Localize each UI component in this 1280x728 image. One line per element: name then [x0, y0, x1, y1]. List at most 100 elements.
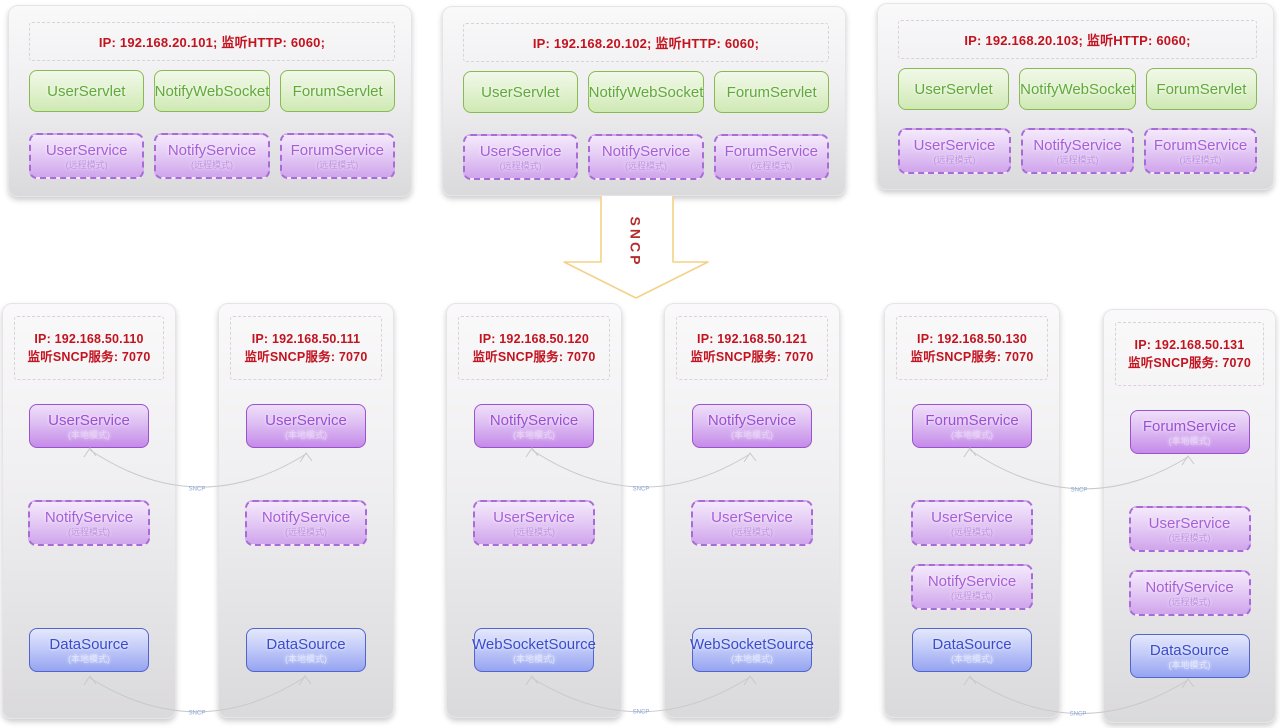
- service-name: DataSource: [1149, 641, 1230, 659]
- service-name: UserService: [45, 141, 128, 159]
- service-name: DataSource: [932, 635, 1012, 653]
- service-box: UserService (远程模式): [898, 128, 1011, 174]
- sncp-node-50-110: IP: 192.168.50.110 监听SNCP服务: 7070 UserSe…: [2, 303, 176, 719]
- service-name: ForumService: [724, 142, 818, 160]
- connector-label: SNCP: [189, 487, 206, 493]
- ip-header: IP: 192.168.20.102; 监听HTTP: 6060;: [463, 23, 829, 62]
- service-box: NotifyService (本地模式): [692, 404, 812, 448]
- service-box: ForumService (本地模式): [1129, 410, 1250, 454]
- service-box: DataSource (本地模式): [29, 628, 149, 672]
- ip-text: IP: 192.168.20.103; 监听HTTP: 6060;: [964, 33, 1191, 48]
- service-name: NotifyService: [1145, 578, 1234, 596]
- service-box: WebSocketSource (本地模式): [690, 628, 814, 672]
- service-name: NotifyService: [601, 142, 691, 160]
- service-mode: (本地模式): [285, 653, 327, 664]
- service-mode: (本地模式): [68, 429, 110, 440]
- sncp-node-50-111: IP: 192.168.50.111 监听SNCP服务: 7070 UserSe…: [218, 303, 394, 718]
- service-mode: (远程模式): [65, 159, 108, 170]
- service-mode: (远程模式): [624, 160, 667, 171]
- service-name: WebSocketSource: [472, 635, 596, 653]
- service-mode: (本地模式): [513, 653, 555, 664]
- ip-text: IP: 192.168.50.130: [917, 332, 1027, 346]
- service-mode: (远程模式): [513, 526, 555, 537]
- service-box: ForumService (远程模式): [279, 133, 395, 179]
- servlet-box: UserServlet: [29, 70, 144, 112]
- ip-text: IP: 192.168.50.131: [1134, 338, 1245, 352]
- service-box: UserService (远程模式): [473, 500, 595, 546]
- listen-text: 监听SNCP服务: 7070: [690, 350, 814, 364]
- service-mode: (远程模式): [1168, 596, 1211, 607]
- service-name: NotifyService: [44, 508, 134, 526]
- service-name: UserService: [1148, 514, 1231, 532]
- service-name: UserService: [265, 411, 347, 429]
- ip-header: IP: 192.168.50.131 监听SNCP服务: 7070: [1115, 322, 1264, 386]
- ip-header: IP: 192.168.50.111 监听SNCP服务: 7070: [230, 316, 382, 380]
- service-box: UserService (本地模式): [246, 404, 366, 448]
- service-box: NotifyService (远程模式): [911, 564, 1033, 610]
- servlet-box: NotifyWebSocket: [1019, 68, 1136, 110]
- servlet-box: ForumServlet: [1145, 68, 1257, 110]
- listen-text: 监听SNCP服务: 7070: [27, 350, 151, 364]
- service-mode: (本地模式): [1168, 659, 1211, 670]
- service-name: NotifyService: [707, 411, 797, 429]
- sncp-node-50-130: IP: 192.168.50.130 监听SNCP服务: 7070 ForumS…: [884, 303, 1060, 718]
- service-mode: (远程模式): [1179, 154, 1222, 165]
- service-name: UserService: [913, 136, 996, 154]
- service-box: NotifyService (本地模式): [474, 404, 594, 448]
- ip-text: IP: 192.168.50.111: [251, 332, 361, 346]
- listen-text: 监听SNCP服务: 7070: [910, 350, 1034, 364]
- service-box: UserService (远程模式): [463, 134, 579, 180]
- ip-header: IP: 192.168.50.120 监听SNCP服务: 7070: [458, 316, 610, 380]
- listen-text: 监听SNCP服务: 7070: [1128, 356, 1251, 370]
- sncp-arrow-label: SNCP: [627, 217, 643, 268]
- service-name: NotifyService: [927, 572, 1017, 590]
- sncp-node-50-131: IP: 192.168.50.131 监听SNCP服务: 7070 ForumS…: [1103, 309, 1276, 723]
- service-mode: (本地模式): [1168, 435, 1211, 446]
- service-box: NotifyService (远程模式): [154, 133, 270, 179]
- service-mode: (本地模式): [68, 653, 110, 664]
- service-box: UserService (远程模式): [691, 500, 813, 546]
- service-mode: (远程模式): [1056, 154, 1099, 165]
- servlet-box: UserServlet: [463, 71, 578, 113]
- service-box: ForumService (本地模式): [912, 404, 1032, 448]
- service-box: UserService (本地模式): [29, 404, 149, 448]
- listen-text: 监听SNCP服务: 7070: [244, 350, 368, 364]
- service-name: ForumService: [290, 141, 384, 159]
- servlet-box: ForumServlet: [280, 70, 395, 112]
- connector-label: SNCP: [633, 710, 650, 716]
- service-mode: (本地模式): [731, 429, 773, 440]
- service-name: DataSource: [49, 635, 129, 653]
- service-box: DataSource (本地模式): [246, 628, 366, 672]
- ip-text: IP: 192.168.20.102; 监听HTTP: 6060;: [532, 36, 760, 51]
- service-name: NotifyService: [1033, 136, 1122, 154]
- service-mode: (远程模式): [951, 590, 993, 601]
- servlet-box: NotifyWebSocket: [153, 70, 271, 112]
- ip-header: IP: 192.168.20.101; 监听HTTP: 6060;: [29, 22, 395, 61]
- service-box: DataSource (本地模式): [1129, 634, 1250, 678]
- service-box: NotifyService (远程模式): [588, 134, 704, 180]
- service-mode: (本地模式): [731, 653, 773, 664]
- ip-header: IP: 192.168.50.130 监听SNCP服务: 7070: [896, 316, 1048, 380]
- service-name: UserService: [493, 508, 575, 526]
- connector-label: SNCP: [1071, 488, 1088, 494]
- service-mode: (远程模式): [1168, 532, 1211, 543]
- service-name: ForumService: [925, 411, 1019, 429]
- ip-text: IP: 192.168.20.101; 监听HTTP: 6060;: [98, 35, 326, 50]
- service-name: ForumService: [1153, 136, 1248, 154]
- http-node-20-101: IP: 192.168.20.101; 监听HTTP: 6060; UserSe…: [8, 5, 412, 197]
- http-node-20-103: IP: 192.168.20.103; 监听HTTP: 6060; UserSe…: [877, 3, 1274, 190]
- service-name: NotifyService: [261, 508, 351, 526]
- connector-label: SNCP: [633, 487, 650, 493]
- service-box: DataSource (本地模式): [912, 628, 1032, 672]
- service-box: UserService (远程模式): [29, 133, 145, 179]
- ip-text: IP: 192.168.50.121: [697, 332, 807, 346]
- service-box: ForumService (远程模式): [1144, 128, 1257, 174]
- sncp-down-arrow-icon: [563, 196, 709, 299]
- service-name: UserService: [48, 411, 130, 429]
- connector-label: SNCP: [189, 711, 206, 717]
- service-box: NotifyService (远程模式): [1021, 128, 1134, 174]
- ip-header: IP: 192.168.50.110 监听SNCP服务: 7070: [14, 316, 164, 380]
- service-mode: (远程模式): [68, 526, 110, 537]
- service-mode: (远程模式): [190, 159, 233, 170]
